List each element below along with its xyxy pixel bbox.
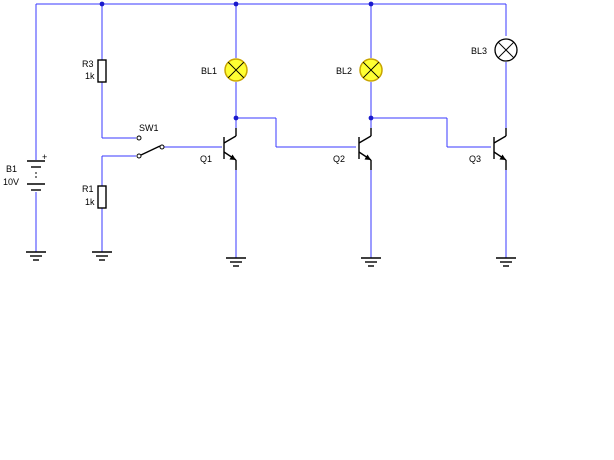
r3-value-label: 1k [85, 71, 95, 81]
resistor-r1[interactable]: R1 1k [82, 184, 107, 209]
q1-ref-label: Q1 [200, 154, 212, 164]
emitter-arrow-icon [229, 154, 236, 160]
r1-value-label: 1k [85, 197, 95, 207]
junction-dot [233, 115, 239, 121]
ground-symbols [26, 251, 516, 267]
battery-ref-label: B1 [6, 164, 17, 174]
battery-value-label: 10V [3, 177, 19, 187]
resistor-r3[interactable]: R3 1k [82, 59, 107, 83]
bl2-ref-label: BL2 [336, 66, 352, 76]
lamp-bl3[interactable]: BL3 [471, 38, 518, 62]
battery-b1[interactable]: + B1 10V [3, 152, 47, 191]
ground-icon [496, 257, 516, 267]
switch-pivot [159, 144, 165, 150]
junctions [99, 1, 374, 121]
lamp-cross-b [362, 61, 380, 79]
q2-ref-label: Q2 [333, 154, 345, 164]
transistor-collector [223, 135, 237, 144]
junction-dot [368, 1, 374, 7]
junction-dot [233, 1, 239, 7]
transistor-collector [493, 135, 507, 144]
lamp-cross-b [497, 41, 515, 59]
bl3-ref-label: BL3 [471, 46, 487, 56]
lamp-bl1[interactable]: BL1 [201, 58, 248, 82]
r3-ref-label: R3 [82, 59, 94, 69]
lamp-cross-b [227, 61, 245, 79]
ground-icon [26, 251, 46, 261]
battery-plus-label: + [42, 152, 47, 162]
junction-dot [368, 115, 374, 121]
resistor-body [97, 185, 107, 209]
switch-lever [140, 145, 161, 156]
ground-icon [361, 257, 381, 267]
switch-sw1[interactable]: SW1 [136, 123, 165, 159]
emitter-arrow-icon [499, 154, 506, 160]
ground-icon [226, 257, 246, 267]
ground-icon [92, 251, 112, 261]
resistor-body [97, 59, 107, 83]
emitter-arrow-icon [364, 154, 371, 160]
transistor-q2[interactable]: Q2 [333, 128, 372, 170]
switch-contact-bottom [136, 153, 142, 159]
bl1-ref-label: BL1 [201, 66, 217, 76]
transistor-collector [358, 135, 372, 144]
transistor-q1[interactable]: Q1 [200, 128, 237, 170]
switch-contact-top [136, 135, 142, 141]
r1-ref-label: R1 [82, 184, 94, 194]
lamp-bl2[interactable]: BL2 [336, 58, 383, 82]
wires [35, 3, 507, 258]
junction-dot [99, 1, 105, 7]
q3-ref-label: Q3 [469, 154, 481, 164]
sw1-ref-label: SW1 [139, 123, 159, 133]
transistor-q3[interactable]: Q3 [469, 128, 507, 170]
